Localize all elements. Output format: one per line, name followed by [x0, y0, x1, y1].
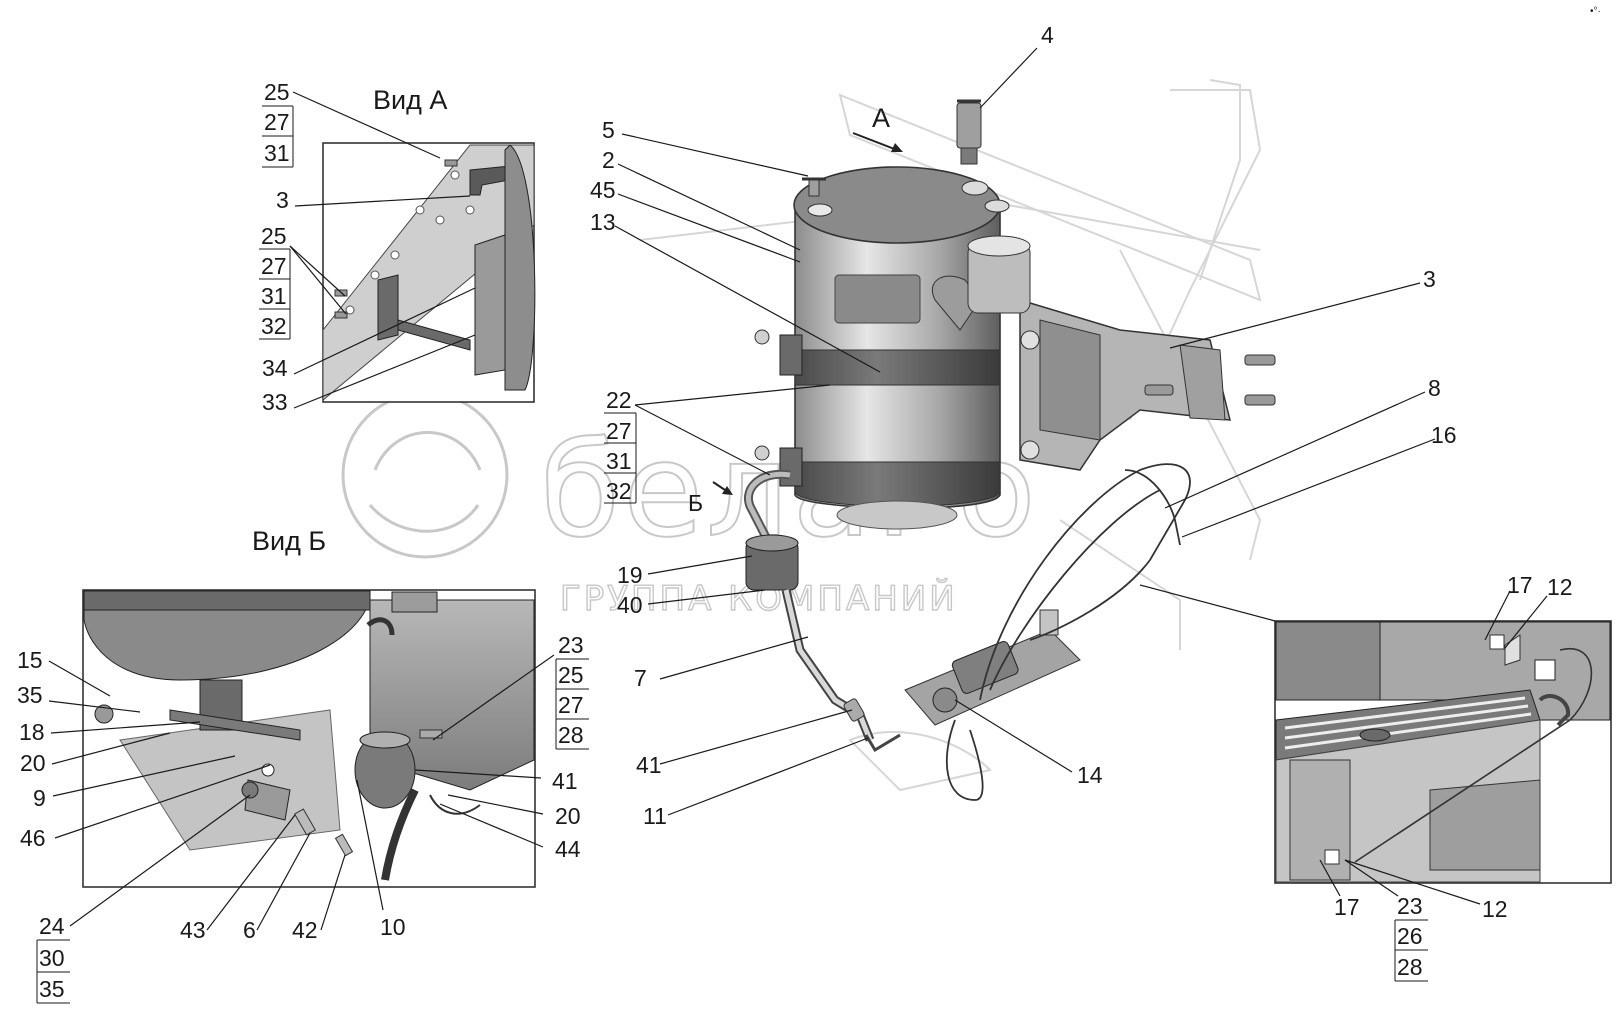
stack-24-item: 35	[39, 976, 65, 1002]
label-stack-23-detail: 23 26 28	[1394, 893, 1428, 982]
vent-valve	[956, 99, 982, 165]
view-a-labels: 25 27 31 3 25 27 31 32 34 33	[259, 79, 294, 415]
detail-inset	[1274, 620, 1612, 884]
wiring	[945, 463, 1191, 801]
label-15: 15	[17, 647, 43, 673]
label-17-bottom: 17	[1334, 894, 1360, 920]
stack-25a-item: 31	[264, 140, 290, 166]
view-b-arrow: Б	[688, 481, 733, 516]
label-2: 2	[602, 147, 615, 173]
label-12-top: 12	[1547, 574, 1573, 600]
label-34: 34	[262, 355, 288, 381]
view-a-arrow: А	[852, 103, 903, 152]
detail-labels: 17 12 17 23 26 28 12	[1334, 572, 1573, 982]
label-4: 4	[1041, 22, 1054, 48]
label-20-left: 20	[20, 750, 46, 776]
stack-25b-item: 32	[261, 313, 287, 339]
stack-25b-item: 31	[261, 283, 287, 309]
stack-23b-item: 28	[558, 722, 584, 748]
small-cap	[802, 177, 826, 197]
view-a-arrow-label: А	[872, 103, 890, 133]
label-20-right: 20	[555, 803, 581, 829]
label-3: 3	[1423, 266, 1436, 292]
stack-23b-item: 23	[558, 632, 584, 658]
stack-25b-item: 25	[261, 223, 287, 249]
view-b-title: Вид Б	[252, 526, 326, 556]
view-a-drawing	[322, 144, 536, 402]
stack-22-item: 31	[606, 448, 632, 474]
label-35: 35	[17, 682, 43, 708]
stack-23b-item: 25	[558, 662, 584, 688]
label-46: 46	[20, 825, 46, 851]
label-13: 13	[590, 209, 616, 235]
label-5: 5	[602, 117, 615, 143]
stack-23d-item: 28	[1397, 954, 1423, 980]
fuel-filter	[744, 469, 799, 591]
label-12-bottom: 12	[1482, 896, 1508, 922]
label-17-top: 17	[1507, 572, 1533, 598]
stack-23b-item: 27	[558, 692, 584, 718]
label-18: 18	[19, 719, 45, 745]
main-assembly	[744, 99, 1276, 801]
stack-23d-item: 26	[1397, 923, 1423, 949]
bracket-bolts	[1144, 354, 1276, 406]
view-b-inset: Вид Б	[82, 526, 536, 888]
label-19: 19	[617, 562, 643, 588]
label-7: 7	[634, 665, 647, 691]
label-11: 11	[643, 803, 667, 829]
label-10: 10	[380, 914, 406, 940]
view-a-title: Вид А	[373, 85, 447, 115]
label-stack-25b: 25 27 31 32	[259, 223, 291, 340]
label-8: 8	[1428, 375, 1441, 401]
label-44: 44	[555, 836, 581, 862]
view-b-labels: 15 35 18 20 9 46 23 25 27 28 41 20 44 24…	[17, 632, 589, 1004]
label-14: 14	[1077, 762, 1103, 788]
label-45: 45	[590, 177, 616, 203]
stack-22-item: 27	[606, 418, 632, 444]
label-16: 16	[1431, 422, 1457, 448]
main-labels: 4 5 2 45 13 3 8 16 22 27 31 32 19 40 7 4…	[590, 22, 1457, 829]
label-stack-24: 24 30 35	[36, 913, 70, 1004]
stack-24-item: 24	[39, 913, 65, 939]
label-41-view-b: 41	[552, 768, 578, 794]
fuel-line	[781, 588, 901, 753]
stack-24-item: 30	[39, 945, 65, 971]
tank	[754, 166, 1031, 530]
stack-25b-item: 27	[261, 253, 287, 279]
view-b-arrow-label: Б	[688, 490, 703, 516]
label-33: 33	[262, 389, 288, 415]
label-43: 43	[180, 917, 206, 943]
leader-lines	[48, 47, 1548, 931]
label-stack-23-view-b: 23 25 27 28	[555, 632, 589, 750]
corner-mark: •°·	[1590, 6, 1601, 17]
mounting-bracket	[1019, 298, 1231, 471]
label-40: 40	[617, 592, 643, 618]
pump-unit	[904, 609, 1081, 726]
view-a-inset: Вид А	[322, 85, 536, 403]
label-41: 41	[636, 752, 662, 778]
stack-23d-item: 23	[1397, 893, 1423, 919]
label-9: 9	[33, 785, 46, 811]
view-b-drawing	[83, 590, 535, 881]
label-stack-25a: 25 27 31	[262, 79, 294, 168]
label-3-view-a: 3	[276, 187, 289, 213]
label-42: 42	[292, 917, 318, 943]
stack-25a-item: 27	[264, 109, 290, 135]
stack-25a-item: 25	[264, 79, 290, 105]
stack-22-item: 22	[606, 387, 632, 413]
watermark-logo-icon	[341, 391, 509, 559]
label-6: 6	[243, 917, 256, 943]
label-stack-22: 22 27 31 32	[604, 387, 637, 504]
stack-22-item: 32	[606, 478, 632, 504]
